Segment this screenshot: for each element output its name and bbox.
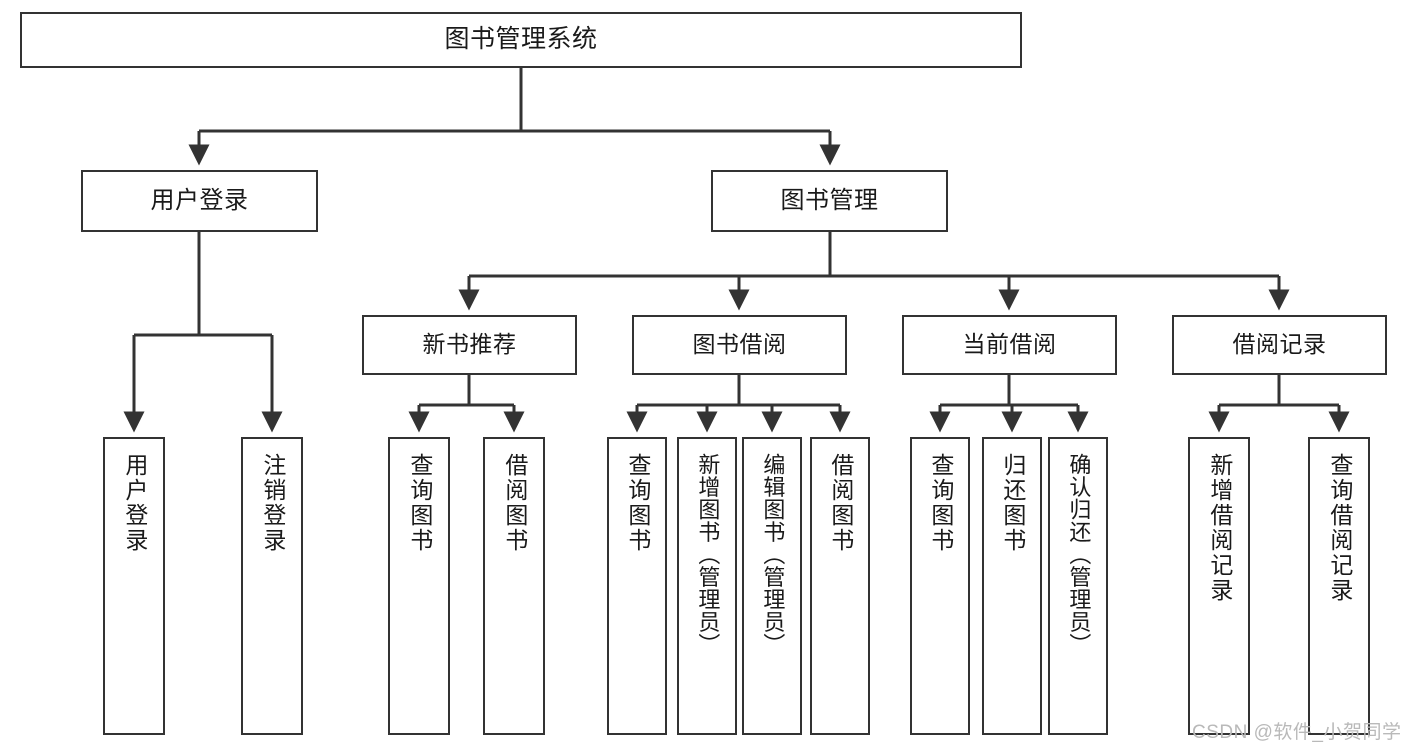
node-book-manage[interactable]: 图书管理 xyxy=(711,170,948,232)
node-leaf-logout[interactable]: 注销登录 xyxy=(241,437,303,735)
node-leaf-add-borrow-record[interactable]: 新增借阅记录 xyxy=(1188,437,1250,735)
node-leaf-query-book-recommend[interactable]: 查询图书 xyxy=(388,437,450,735)
node-leaf-edit-book[interactable]: 编辑图书（管理员） xyxy=(742,437,802,735)
node-leaf-query-book-current[interactable]: 查询图书 xyxy=(910,437,970,735)
node-leaf-add-book[interactable]: 新增图书（管理员） xyxy=(677,437,737,735)
node-leaf-return-book-label: 归还图书 xyxy=(999,453,1026,553)
node-leaf-return-book[interactable]: 归还图书 xyxy=(982,437,1042,735)
node-root-label: 图书管理系统 xyxy=(444,25,598,54)
node-leaf-user-login-label: 用户登录 xyxy=(121,453,148,553)
node-current-borrow-label: 当前借阅 xyxy=(962,331,1057,358)
node-leaf-user-login[interactable]: 用户登录 xyxy=(103,437,165,735)
node-book-borrow[interactable]: 图书借阅 xyxy=(632,315,847,375)
node-leaf-query-book-current-label: 查询图书 xyxy=(927,453,954,553)
node-leaf-borrow-book-recommend[interactable]: 借阅图书 xyxy=(483,437,545,735)
node-leaf-borrow-book-label: 借阅图书 xyxy=(827,453,854,553)
node-leaf-query-borrow-record-label: 查询借阅记录 xyxy=(1326,453,1353,603)
node-leaf-borrow-book[interactable]: 借阅图书 xyxy=(810,437,870,735)
node-leaf-add-borrow-record-label: 新增借阅记录 xyxy=(1206,453,1233,603)
node-new-book-recommend[interactable]: 新书推荐 xyxy=(362,315,577,375)
node-new-book-recommend-label: 新书推荐 xyxy=(422,331,517,358)
node-borrow-record[interactable]: 借阅记录 xyxy=(1172,315,1387,375)
node-leaf-confirm-return-label: 确认归还（管理员） xyxy=(1066,453,1092,656)
node-book-manage-label: 图书管理 xyxy=(780,186,879,214)
node-leaf-query-book-borrow[interactable]: 查询图书 xyxy=(607,437,667,735)
csdn-watermark: CSDN @软件_小贺同学 xyxy=(1192,722,1402,743)
node-root[interactable]: 图书管理系统 xyxy=(20,12,1022,68)
node-leaf-logout-label: 注销登录 xyxy=(259,453,286,553)
node-leaf-query-book-borrow-label: 查询图书 xyxy=(624,453,651,553)
node-borrow-record-label: 借阅记录 xyxy=(1232,331,1327,358)
node-leaf-borrow-book-recommend-label: 借阅图书 xyxy=(501,453,528,553)
node-leaf-edit-book-label: 编辑图书（管理员） xyxy=(760,453,786,656)
node-user-login[interactable]: 用户登录 xyxy=(81,170,318,232)
node-book-borrow-label: 图书借阅 xyxy=(692,331,787,358)
node-leaf-query-borrow-record[interactable]: 查询借阅记录 xyxy=(1308,437,1370,735)
node-leaf-query-book-recommend-label: 查询图书 xyxy=(406,453,433,553)
node-leaf-confirm-return[interactable]: 确认归还（管理员） xyxy=(1048,437,1108,735)
node-user-login-label: 用户登录 xyxy=(150,186,249,214)
node-current-borrow[interactable]: 当前借阅 xyxy=(902,315,1117,375)
node-leaf-add-book-label: 新增图书（管理员） xyxy=(695,453,721,656)
